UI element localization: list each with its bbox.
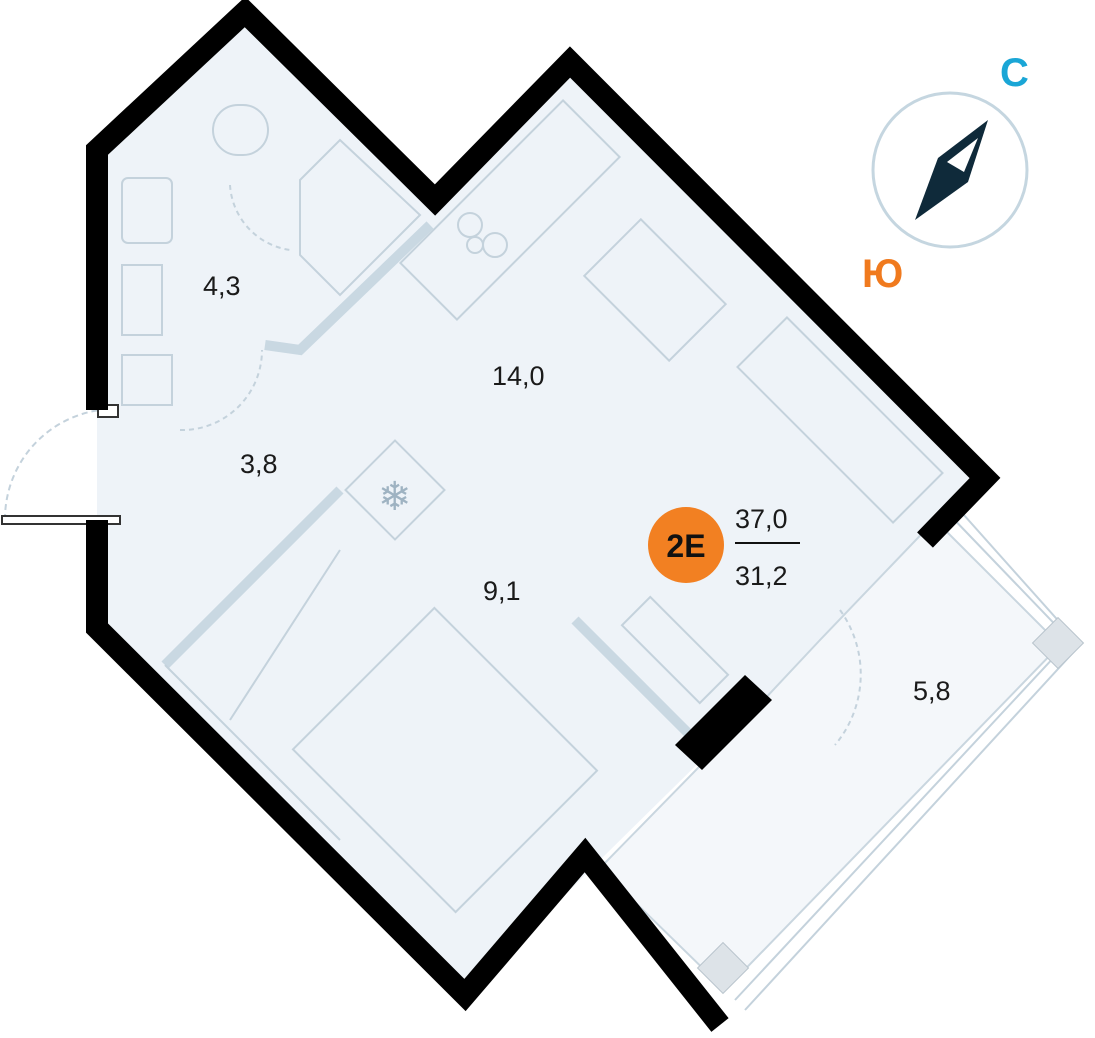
compass-north: С xyxy=(1000,51,1029,95)
dining-table xyxy=(582,217,728,363)
toilet xyxy=(212,104,269,156)
room-area-label: 9,1 xyxy=(483,576,521,606)
sink xyxy=(121,177,173,244)
balcony-post xyxy=(696,941,750,995)
living-area: 31,2 xyxy=(735,561,788,591)
wall-block xyxy=(675,675,772,770)
total-area: 37,0 xyxy=(735,504,788,534)
room-area-label: 3,8 xyxy=(240,449,278,479)
kitchen-counter xyxy=(398,98,622,322)
bed xyxy=(291,606,599,914)
entrance-door xyxy=(3,409,110,521)
stove xyxy=(121,354,173,406)
unit-code: 2E xyxy=(666,528,705,564)
room-area-label: 4,3 xyxy=(203,271,241,301)
room-area-label: 5,8 xyxy=(913,676,951,706)
sofa xyxy=(736,316,944,524)
fridge xyxy=(344,439,446,541)
unit-badge xyxy=(648,507,724,583)
compass-south: Ю xyxy=(862,252,903,296)
desk xyxy=(620,595,730,705)
exterior-wall xyxy=(86,520,729,1032)
balcony-post xyxy=(1031,616,1085,670)
exterior-wall xyxy=(86,0,1001,548)
washing-machine xyxy=(121,264,163,336)
snowflake-icon: ❄ xyxy=(378,474,412,520)
shower xyxy=(299,138,422,297)
room-area-label: 14,0 xyxy=(492,361,545,391)
